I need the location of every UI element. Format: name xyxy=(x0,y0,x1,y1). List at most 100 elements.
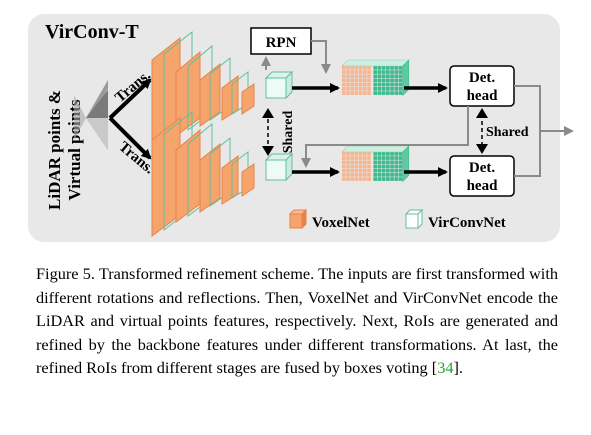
feature-cell-lidar xyxy=(354,82,359,87)
shared-right-label: Shared xyxy=(486,125,529,140)
feature-cell-lidar xyxy=(342,177,346,181)
feature-cell-lidar xyxy=(363,91,367,95)
feature-cell-virtual xyxy=(381,87,386,91)
feature-cell-virtual xyxy=(373,160,378,165)
feature-cell-virtual xyxy=(381,91,386,95)
feature-cell-lidar xyxy=(358,78,363,83)
feature-cell-lidar xyxy=(367,66,371,70)
diagram-title: VirConv-T xyxy=(45,21,139,43)
feature-cell-lidar xyxy=(367,91,371,95)
rpn-output-arrow xyxy=(311,40,331,74)
trans-arrow-bottom xyxy=(108,116,152,160)
feature-cell-lidar xyxy=(346,66,350,70)
feature-cell-virtual xyxy=(386,156,390,160)
feature-cell-virtual xyxy=(373,177,378,181)
feature-cell-virtual xyxy=(398,78,403,83)
feature-cell-virtual xyxy=(398,87,403,91)
feature-cell-lidar xyxy=(367,87,371,91)
feature-cell-virtual xyxy=(373,173,378,177)
feature-cell-lidar xyxy=(358,82,363,87)
backbone-top xyxy=(151,30,294,144)
feature-cell-virtual xyxy=(373,152,378,156)
feature-cell-lidar xyxy=(354,78,359,83)
feature-cell-lidar xyxy=(346,152,350,156)
feature-cell-virtual xyxy=(377,164,382,169)
legend: VoxelNet VirConvNet xyxy=(288,208,506,231)
feature-cell-virtual xyxy=(381,82,386,87)
feature-cell-virtual xyxy=(381,164,386,169)
feature-side-face xyxy=(402,59,410,97)
feature-cell-lidar xyxy=(367,70,371,74)
architecture-diagram: VirConv-T LiDAR points & Virtual points … xyxy=(28,14,574,242)
feature-top-face xyxy=(341,59,410,67)
feature-cell-virtual xyxy=(394,87,399,91)
feature-cell-lidar xyxy=(342,74,346,79)
feature-cell-virtual xyxy=(377,66,382,70)
feature-cell-lidar xyxy=(367,160,371,165)
feature-cell-virtual xyxy=(390,87,394,91)
feature-cell-lidar xyxy=(367,168,371,173)
feature-cell-virtual xyxy=(394,160,399,165)
trans-arrow-top xyxy=(108,78,152,120)
feature-cell-lidar xyxy=(342,91,346,95)
feature-top-face xyxy=(341,145,410,153)
feature-cell-lidar xyxy=(350,78,355,83)
feature-cell-virtual xyxy=(381,173,386,177)
feature-cell-lidar xyxy=(346,78,350,83)
feature-cell-virtual xyxy=(381,70,386,74)
feature-cell-virtual xyxy=(390,70,394,74)
feature-cell-virtual xyxy=(377,91,382,95)
citation-link[interactable]: 34 xyxy=(437,358,454,378)
feature-cell-virtual xyxy=(381,177,386,181)
feature-cell-lidar xyxy=(350,177,355,181)
feature-cell-virtual xyxy=(390,168,394,173)
feature-cell-lidar xyxy=(346,177,350,181)
feature-cell-lidar xyxy=(346,164,350,169)
feature-cell-lidar xyxy=(358,70,363,74)
det-head-top-label2: head xyxy=(467,88,499,104)
feature-cell-virtual xyxy=(394,78,399,83)
feature-cell-virtual xyxy=(390,91,394,95)
feature-cell-lidar xyxy=(363,160,367,165)
feature-cell-lidar xyxy=(346,156,350,160)
feature-cell-lidar xyxy=(358,156,363,160)
feature-cell-lidar xyxy=(354,173,359,177)
feature-cell-lidar xyxy=(342,168,346,173)
feature-cell-virtual xyxy=(394,152,399,156)
feature-cell-lidar xyxy=(346,82,350,87)
feature-cell-lidar xyxy=(342,78,346,83)
roi-features-top xyxy=(341,59,410,97)
feature-cell-lidar xyxy=(342,160,346,165)
feature-cell-virtual xyxy=(386,173,390,177)
feature-cell-lidar xyxy=(350,82,355,87)
feature-cell-virtual xyxy=(394,177,399,181)
feature-cell-virtual xyxy=(373,87,378,91)
roi-features-bottom xyxy=(341,145,410,183)
feature-cell-virtual xyxy=(373,82,378,87)
feature-cell-virtual xyxy=(398,91,403,95)
feature-cell-virtual xyxy=(394,91,399,95)
feature-cell-virtual xyxy=(386,66,390,70)
feedback-arrow xyxy=(301,106,469,168)
feature-cell-virtual xyxy=(390,173,394,177)
feature-cell-lidar xyxy=(350,160,355,165)
feature-cell-virtual xyxy=(373,164,378,169)
legend-voxelnet: VoxelNet xyxy=(288,208,370,231)
feature-cell-lidar xyxy=(363,164,367,169)
feature-cell-virtual xyxy=(398,66,403,70)
feature-cell-lidar xyxy=(358,87,363,91)
feature-cell-lidar xyxy=(350,156,355,160)
feature-cell-lidar xyxy=(342,87,346,91)
feature-cell-virtual xyxy=(386,74,390,79)
feature-cell-lidar xyxy=(367,78,371,83)
feature-cell-lidar xyxy=(358,177,363,181)
feature-cell-virtual xyxy=(386,160,390,165)
feature-cell-virtual xyxy=(394,173,399,177)
feature-cell-virtual xyxy=(377,173,382,177)
feature-cell-lidar xyxy=(367,82,371,87)
feature-cell-virtual xyxy=(381,156,386,160)
feature-cell-lidar xyxy=(354,74,359,79)
svg-text:LiDAR points &: LiDAR points & xyxy=(45,90,64,210)
svg-text:VirConvNet: VirConvNet xyxy=(428,215,506,231)
feature-cell-virtual xyxy=(373,78,378,83)
